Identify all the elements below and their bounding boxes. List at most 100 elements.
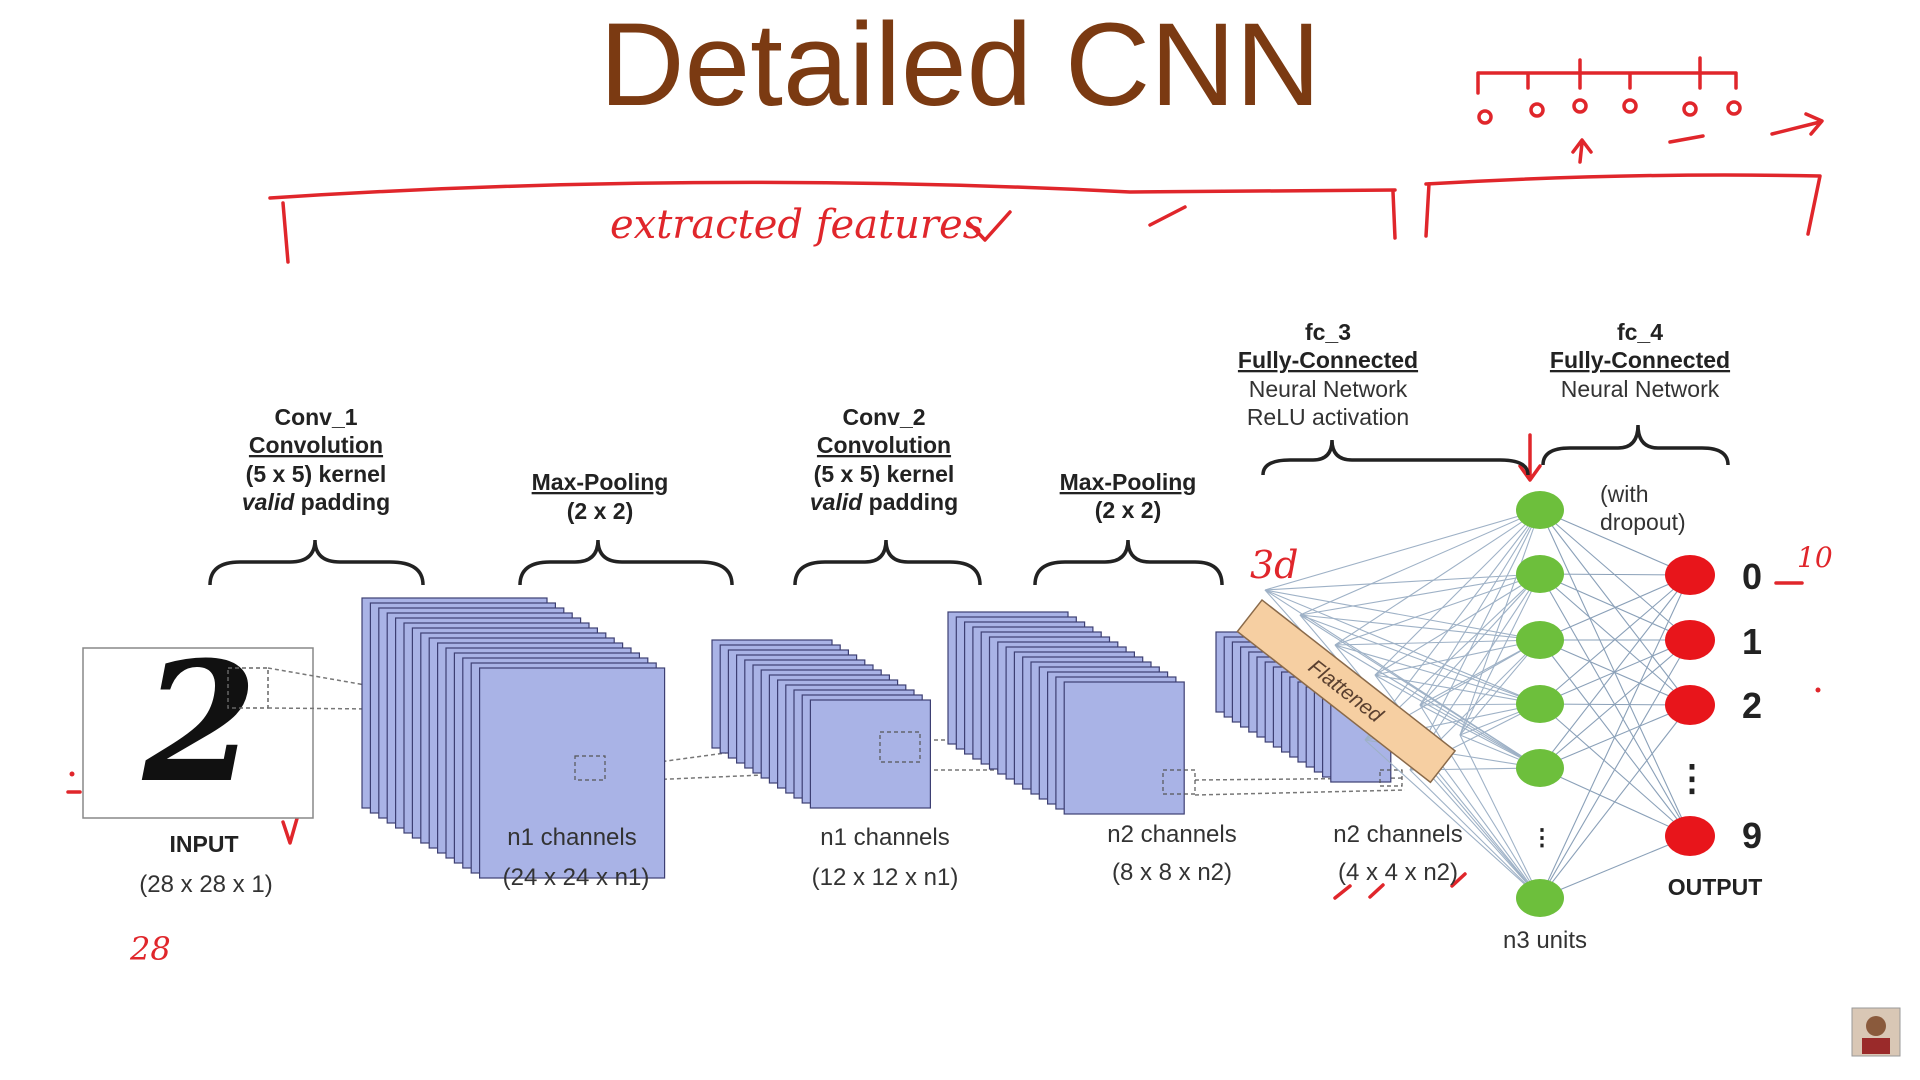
connection-line [1299, 614, 1541, 769]
connection-line [1299, 573, 1541, 616]
connection-line [1264, 509, 1541, 591]
conv2-type: Convolution [817, 432, 951, 458]
conv1-brace [208, 539, 425, 586]
output-class-9: 9 [1742, 815, 1762, 856]
connection-line [1539, 509, 1691, 576]
output-neuron [1665, 816, 1715, 856]
fc3-name: fc_3 [1305, 319, 1351, 345]
connection-line [1419, 704, 1541, 899]
stack4-dims: (4 x 4 x n2) [1338, 859, 1458, 886]
fc4-brace [1541, 424, 1730, 466]
fc3-label: fc_3 Fully-Connected Neural Network ReLU… [1238, 319, 1418, 430]
connection-line [1334, 639, 1541, 646]
stack2-channels: n1 channels [820, 824, 949, 851]
connection-line [1539, 573, 1691, 576]
handwritten-annotations: extracted features 28 3d 10 [66, 56, 1833, 968]
layer-braces [208, 424, 1730, 586]
pool2-label: Max-Pooling (2 x 2) [1060, 469, 1197, 523]
kernel-window [1162, 769, 1196, 795]
connection-line [1334, 573, 1541, 646]
output-ellipsis: ⋮ [1674, 757, 1710, 798]
pool1-name: Max-Pooling [532, 469, 669, 495]
conv2-name: Conv_2 [842, 404, 925, 430]
pool1-label: Max-Pooling (2 x 2) [532, 469, 669, 524]
fc3-type: Fully-Connected [1238, 347, 1418, 373]
feature-map-slice [479, 667, 666, 879]
avatar [1851, 1007, 1901, 1057]
checkmark-icon [966, 210, 1012, 242]
conv2-brace [793, 539, 982, 586]
feature-map-stacks [361, 597, 1403, 879]
output-class-1: 1 [1742, 621, 1762, 662]
connection-line [1299, 614, 1541, 705]
connection-line [1374, 639, 1541, 676]
connection-line [1374, 573, 1541, 676]
connection-line [1264, 589, 1541, 641]
connection-line [1374, 674, 1541, 705]
hidden-neuron [1516, 685, 1564, 723]
digit-two: 2 [142, 625, 258, 819]
connection-line [1459, 734, 1541, 899]
input-image: 2 [82, 625, 314, 819]
neuron-nodes [1516, 491, 1715, 917]
conv1-padding: valid padding [242, 489, 390, 515]
connection-line [1334, 509, 1541, 646]
stack3-dims: (8 x 8 x n2) [1112, 859, 1232, 886]
connection-line [1539, 639, 1691, 837]
note-10: 10 [1797, 541, 1833, 574]
connection-line [1539, 704, 1691, 899]
connection-line [1419, 573, 1541, 706]
output-class-2: 2 [1742, 685, 1762, 726]
pool1-size: (2 x 2) [567, 498, 633, 524]
fc3-units-label: n3 units [1503, 927, 1587, 954]
pool2-size: (2 x 2) [1095, 497, 1161, 523]
conv2-padding: valid padding [810, 489, 958, 515]
kernel-window [574, 755, 606, 781]
fc4-type: Fully-Connected [1550, 347, 1730, 373]
fc4-dropout-line1: (with [1600, 481, 1649, 507]
pool1-brace [518, 539, 734, 586]
arrow-icon [1770, 112, 1824, 136]
conv1-label: Conv_1 Convolution (5 x 5) kernel valid … [242, 404, 390, 515]
conv1-name: Conv_1 [274, 404, 357, 430]
hidden-ellipsis: ⋮ [1531, 824, 1554, 850]
output-class-0: 0 [1742, 556, 1762, 597]
note-3d: 3d [1250, 543, 1299, 587]
page-title: Detailed CNN [599, 0, 1320, 131]
conv2-kernel: (5 x 5) kernel [814, 461, 955, 487]
conv1-type: Convolution [249, 432, 383, 458]
input-down-arrow-icon [281, 806, 302, 845]
connection-line [1364, 739, 1541, 899]
stack4-channels: n2 channels [1333, 821, 1462, 848]
connection-line [1334, 644, 1541, 705]
kernel-window [1379, 769, 1403, 787]
fc4-label: fc_4 Fully-Connected Neural Network (wit… [1550, 319, 1730, 535]
output-label: OUTPUT [1668, 874, 1763, 900]
output-neuron [1665, 555, 1715, 595]
connection-line [1419, 509, 1541, 706]
connection-line [1409, 769, 1541, 899]
pool2-brace [1033, 539, 1224, 586]
fc3-activation: ReLU activation [1247, 404, 1409, 430]
stack3-channels: n2 channels [1107, 821, 1236, 848]
connection-line [1539, 835, 1691, 899]
connection-line [1299, 509, 1541, 616]
connection-line [1539, 574, 1691, 769]
connection-line [1264, 573, 1541, 591]
conv1-kernel: (5 x 5) kernel [246, 461, 387, 487]
fc3-desc: Neural Network [1249, 376, 1408, 402]
connection-line [1334, 644, 1541, 769]
fc3-brace [1261, 439, 1530, 476]
connection-line [1459, 639, 1541, 736]
stack-labels: n1 channels (24 x 24 x n1) n1 channels (… [503, 821, 1463, 891]
output-neuron [1665, 620, 1715, 660]
features-bracket-top [268, 180, 1397, 200]
fc4-desc: Neural Network [1561, 376, 1720, 402]
feature-map-slice [1063, 681, 1185, 815]
input-dims: (28 x 28 x 1) [139, 871, 272, 898]
hidden-neuron [1516, 621, 1564, 659]
connection-line [1539, 639, 1691, 769]
connection-line [1374, 509, 1541, 676]
pool2-name: Max-Pooling [1060, 469, 1197, 495]
